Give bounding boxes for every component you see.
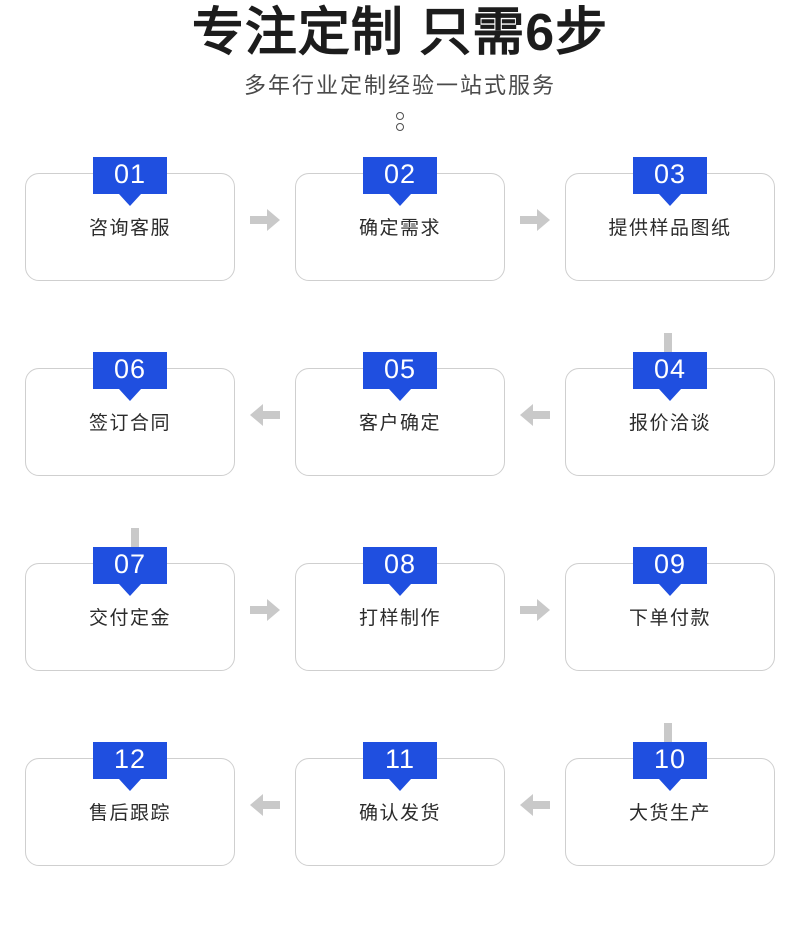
step-number: 09 (653, 548, 687, 579)
step-label: 客户确定 (358, 413, 441, 435)
step-number-badge: 08 (363, 546, 437, 584)
page-subtitle: 多年行业定制经验一站式服务 (243, 73, 556, 99)
step-number-badge: 04 (633, 351, 707, 389)
step-label: 大货生产 (628, 803, 711, 825)
step-number: 01 (113, 158, 147, 189)
flow-row-2: 报价洽谈 04 客户确定 05 签订合同 (0, 345, 800, 489)
decoration-dot-top (396, 112, 404, 121)
step-card-11[interactable]: 确认发货 11 (295, 735, 505, 879)
arrow-left-icon (520, 403, 550, 426)
connector-05-06 (235, 345, 295, 489)
arrow-left-icon (520, 793, 550, 816)
step-number: 10 (653, 743, 687, 774)
connector-02-03 (505, 150, 565, 294)
step-number-badge: 10 (633, 741, 707, 779)
connector-08-09 (505, 540, 565, 684)
step-number-badge: 02 (363, 156, 437, 194)
step-card-04[interactable]: 报价洽谈 04 (565, 345, 775, 489)
arrow-right-icon (250, 598, 280, 621)
step-number: 05 (383, 353, 417, 384)
process-flow: 咨询客服 01 确定需求 02 提供样品图纸 (0, 150, 800, 879)
step-number-badge: 12 (93, 741, 167, 779)
step-card-08[interactable]: 打样制作 08 (295, 540, 505, 684)
step-card-09[interactable]: 下单付款 09 (565, 540, 775, 684)
connector-07-08 (235, 540, 295, 684)
page-title: 专注定制 只需6步 (191, 4, 609, 62)
step-card-06[interactable]: 签订合同 06 (25, 345, 235, 489)
step-label: 确认发货 (358, 803, 441, 825)
step-card-03[interactable]: 提供样品图纸 03 (565, 150, 775, 294)
arrow-right-icon (520, 598, 550, 621)
arrow-right-icon (250, 208, 280, 231)
step-label: 售后跟踪 (88, 803, 171, 825)
arrow-left-icon (250, 793, 280, 816)
flow-row-1: 咨询客服 01 确定需求 02 提供样品图纸 (0, 150, 800, 294)
arrow-left-icon (250, 403, 280, 426)
step-card-05[interactable]: 客户确定 05 (295, 345, 505, 489)
step-number-badge: 05 (363, 351, 437, 389)
step-card-01[interactable]: 咨询客服 01 (25, 150, 235, 294)
step-label: 报价洽谈 (628, 413, 711, 435)
row-gap-3 (0, 684, 800, 735)
step-number-badge: 03 (633, 156, 707, 194)
flow-row-4: 大货生产 10 确认发货 11 售后跟踪 (0, 735, 800, 879)
step-number-badge: 09 (633, 546, 707, 584)
connector-04-05 (505, 345, 565, 489)
step-card-02[interactable]: 确定需求 02 (295, 150, 505, 294)
step-number: 11 (384, 743, 416, 774)
step-label: 下单付款 (628, 608, 711, 630)
step-card-10[interactable]: 大货生产 10 (565, 735, 775, 879)
two-dots-decoration-icon (0, 109, 800, 135)
step-number-badge: 07 (93, 546, 167, 584)
arrow-right-icon (520, 208, 550, 231)
step-number: 07 (113, 548, 147, 579)
step-number: 06 (113, 353, 147, 384)
step-number-badge: 06 (93, 351, 167, 389)
step-label: 确定需求 (358, 218, 441, 240)
step-number: 04 (653, 353, 687, 384)
step-label: 交付定金 (88, 608, 171, 630)
step-label: 咨询客服 (88, 218, 171, 240)
step-number: 02 (383, 158, 417, 189)
step-label: 签订合同 (88, 413, 171, 435)
step-label: 提供样品图纸 (608, 218, 732, 240)
step-label: 打样制作 (358, 608, 441, 630)
step-card-12[interactable]: 售后跟踪 12 (25, 735, 235, 879)
step-number-badge: 01 (93, 156, 167, 194)
connector-11-12 (235, 735, 295, 879)
step-card-body: 确定需求 (295, 172, 505, 281)
step-number: 12 (113, 743, 147, 774)
step-card-body: 报价洽谈 (565, 367, 775, 476)
decoration-dot-bottom (396, 123, 404, 132)
step-number-badge: 11 (363, 741, 437, 779)
step-card-body: 大货生产 (565, 757, 775, 866)
flow-row-3: 交付定金 07 打样制作 08 下单付款 (0, 540, 800, 684)
page-header: 专注定制 只需6步 多年行业定制经验一站式服务 (0, 0, 800, 135)
row-gap-2 (0, 489, 800, 540)
connector-01-02 (235, 150, 295, 294)
connector-10-11 (505, 735, 565, 879)
row-gap-1 (0, 294, 800, 345)
step-number: 03 (653, 158, 687, 189)
step-card-07[interactable]: 交付定金 07 (25, 540, 235, 684)
step-number: 08 (383, 548, 417, 579)
